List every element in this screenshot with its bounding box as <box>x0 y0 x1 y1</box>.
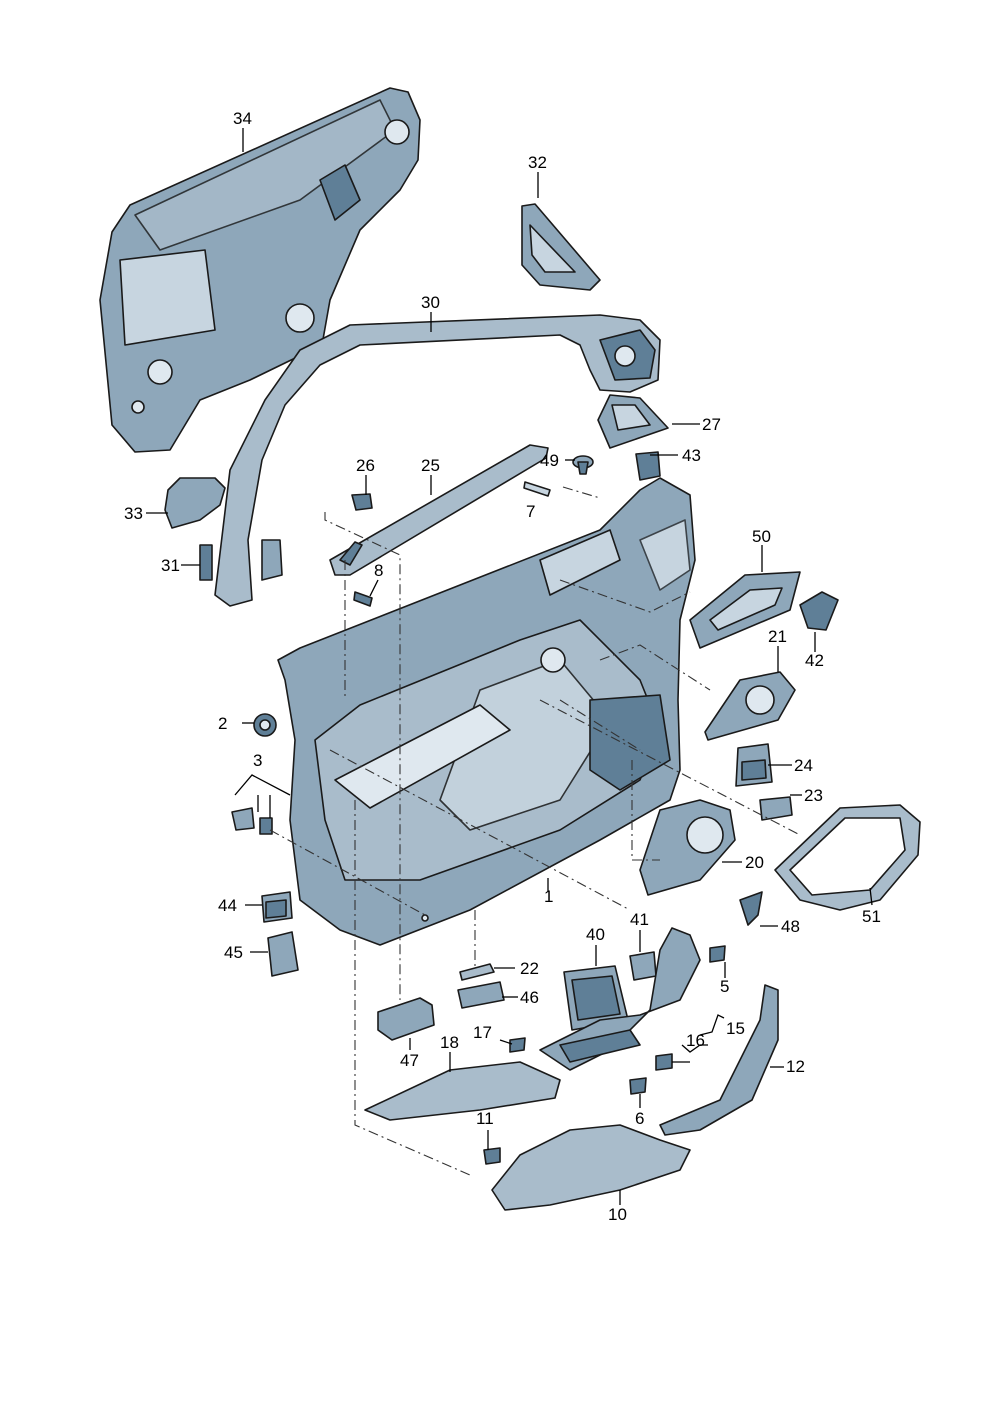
label-16: 16 <box>686 1031 705 1050</box>
label-3: 3 <box>253 751 262 770</box>
label-18: 18 <box>440 1033 459 1052</box>
label-25: 25 <box>421 456 440 475</box>
part-24-switch <box>735 743 773 787</box>
part-40-switch-panel <box>563 965 629 1031</box>
part-3-clip-set <box>231 807 273 835</box>
label-40: 40 <box>586 925 605 944</box>
part-5-screw <box>709 945 726 963</box>
label-46: 46 <box>520 988 539 1007</box>
label-15: 15 <box>726 1019 745 1038</box>
part-16-clip <box>655 1053 673 1071</box>
label-8: 8 <box>374 561 383 580</box>
label-5: 5 <box>720 977 729 996</box>
part-33-cover <box>164 477 226 529</box>
part-21-tweeter-cover <box>704 671 796 741</box>
label-34: 34 <box>233 109 252 128</box>
part-25-trim-strip <box>329 444 549 576</box>
part-1-door-trim-panel <box>277 477 696 946</box>
label-11: 11 <box>476 1109 494 1128</box>
part-23-switch <box>759 796 793 821</box>
label-45: 45 <box>224 943 243 962</box>
label-17: 17 <box>473 1023 492 1042</box>
part-18-armrest-trim <box>364 1061 561 1121</box>
part-22-cover <box>459 963 495 981</box>
part-42-switch <box>799 591 839 631</box>
label-48: 48 <box>781 917 800 936</box>
label-33: 33 <box>124 504 143 523</box>
part-8-screw <box>353 591 373 607</box>
label-50: 50 <box>752 527 771 546</box>
label-22: 22 <box>520 959 539 978</box>
part-27-trim-cap <box>597 394 669 449</box>
leader-lines <box>146 128 873 1205</box>
part-41-switch <box>629 951 657 981</box>
part-6-screw <box>629 1077 647 1095</box>
part-26-clip <box>351 493 373 511</box>
label-21: 21 <box>768 627 787 646</box>
part-45-switch <box>267 931 299 977</box>
label-20: 20 <box>745 853 764 872</box>
part-47-module <box>377 997 435 1041</box>
label-7: 7 <box>526 502 535 521</box>
part-44-switch <box>261 891 293 923</box>
label-44: 44 <box>218 896 237 915</box>
part-34-insulation-panel <box>99 87 421 453</box>
part-15-armrest-carrier <box>539 927 701 1071</box>
label-10: 10 <box>608 1205 627 1224</box>
part-20-speaker-grille <box>639 799 736 896</box>
label-43: 43 <box>682 446 701 465</box>
label-47: 47 <box>400 1051 419 1070</box>
part-50-door-handle <box>689 571 801 649</box>
callout-labels: 34 32 30 33 31 27 43 49 25 26 7 8 50 21 … <box>124 109 881 1224</box>
label-32: 32 <box>528 153 547 172</box>
label-42: 42 <box>805 651 824 670</box>
label-1: 1 <box>544 887 553 906</box>
part-32-mirror-trim <box>521 203 601 291</box>
part-43-switch <box>635 451 661 481</box>
part-7-bolt <box>523 481 551 497</box>
label-41: 41 <box>630 910 649 929</box>
part-30-window-frame-trim <box>214 314 661 607</box>
label-27: 27 <box>702 415 721 434</box>
label-6: 6 <box>635 1109 644 1128</box>
part-2-grommet <box>253 713 277 737</box>
label-31: 31 <box>161 556 180 575</box>
assembly-dash-lines <box>269 486 801 1176</box>
part-12-trim-strip <box>659 984 779 1136</box>
label-51: 51 <box>862 907 881 926</box>
part-11-screw <box>483 1147 501 1165</box>
part-48-clip <box>739 891 763 926</box>
label-12: 12 <box>786 1057 805 1076</box>
label-23: 23 <box>804 786 823 805</box>
label-2: 2 <box>218 714 227 733</box>
part-31-clip <box>199 544 213 581</box>
part-10-armrest <box>491 1124 691 1211</box>
label-26: 26 <box>356 456 375 475</box>
label-49: 49 <box>540 451 559 470</box>
label-30: 30 <box>421 293 440 312</box>
part-49-grommet <box>572 455 594 475</box>
part-17-screw <box>509 1037 526 1053</box>
part-46-light <box>457 981 505 1009</box>
part-51-trim-frame <box>774 804 921 911</box>
label-24: 24 <box>794 756 813 775</box>
